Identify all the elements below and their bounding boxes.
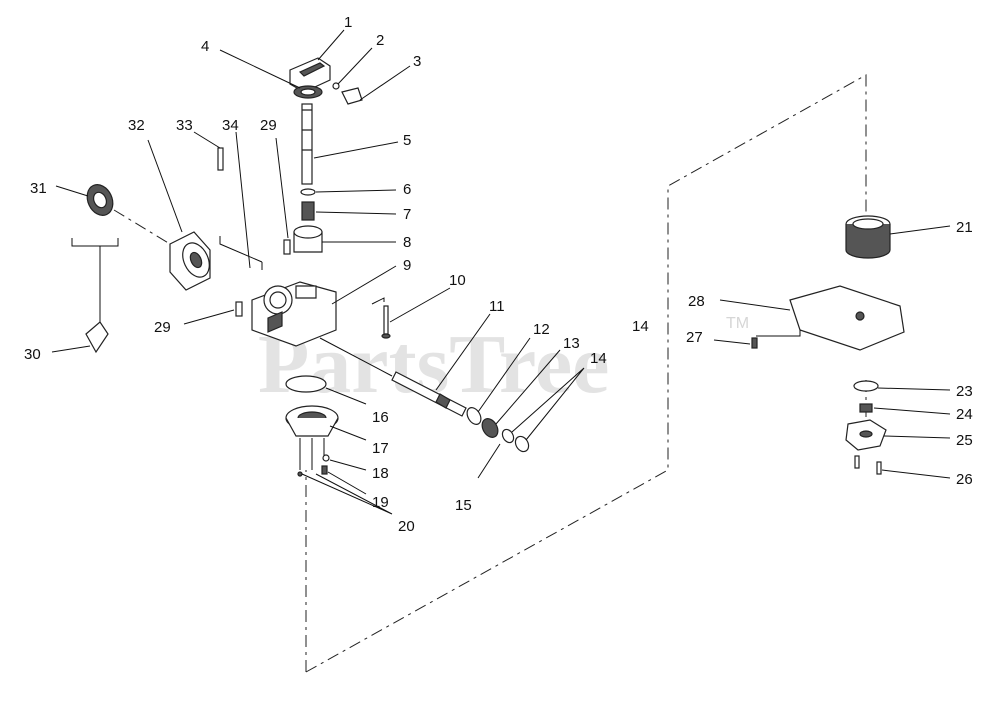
part-8-rotor: [293, 225, 396, 253]
callout-14-gear: 14: [590, 350, 607, 367]
callout-30: 30: [24, 346, 41, 363]
callout-17: 17: [372, 440, 389, 457]
callout-11: 11: [489, 298, 505, 315]
part-6-ring: [300, 188, 397, 196]
part-2-ball: [332, 82, 340, 90]
part-12-collar: [466, 337, 531, 425]
part-25-flange: [845, 419, 951, 451]
callout-10: 10: [449, 272, 466, 289]
part-18-ball: [322, 454, 330, 462]
part-27-screw: [713, 330, 801, 349]
callout-29-upper: 29: [260, 117, 277, 134]
part-19-spring: [321, 465, 328, 475]
part-13-gear: [481, 349, 561, 438]
part-33-fitting: [193, 131, 224, 171]
callout-7: 7: [403, 206, 411, 223]
part-28-plate: [719, 285, 905, 351]
part-10-bolt: [371, 287, 451, 339]
part-14-washers: [477, 367, 585, 479]
callout-12: 12: [533, 321, 550, 338]
part-24-nut: [859, 403, 951, 415]
part-31-bearing: [55, 184, 171, 245]
callout-3: 3: [413, 53, 421, 70]
part-5-shaft: [301, 103, 399, 185]
callout-34: 34: [222, 117, 239, 134]
callout-33: 33: [176, 117, 193, 134]
callout-28: 28: [688, 293, 705, 310]
part-1-top-block: [289, 29, 345, 93]
part-21-roller-bearing: [845, 215, 951, 259]
part-3-lever: [341, 65, 411, 105]
callout-15: 15: [455, 497, 472, 514]
callout-9: 9: [403, 257, 411, 274]
callout-32: 32: [128, 117, 145, 134]
callout-29-lower: 29: [154, 319, 171, 336]
callout-24: 24: [956, 406, 973, 423]
callout-23: 23: [956, 383, 973, 400]
callout-18: 18: [372, 465, 389, 482]
part-29-pin-a: [283, 239, 291, 255]
callout-5: 5: [403, 132, 411, 149]
bracket-33-34: [219, 236, 263, 270]
part-20-pin: [297, 471, 303, 477]
part-16-ring: [285, 375, 367, 405]
callout-27: 27: [686, 329, 703, 346]
callout-14-housing: 14: [632, 318, 649, 335]
part-30-bracket: [51, 238, 119, 354]
callout-19: 19: [372, 494, 389, 511]
part-32-pump-body: [147, 139, 211, 291]
callout-4: 4: [201, 38, 209, 55]
part-26-screws: [854, 455, 951, 479]
part-4-bearing: [219, 49, 323, 99]
part-7-spring: [301, 201, 397, 221]
part-17-end-cap: [285, 405, 367, 441]
callout-13: 13: [563, 335, 580, 352]
part-23-ring: [853, 380, 951, 392]
callout-25: 25: [956, 432, 973, 449]
part-34-leader: [235, 131, 251, 269]
callout-21: 21: [956, 219, 973, 236]
callout-16: 16: [372, 409, 389, 426]
callout-6: 6: [403, 181, 411, 198]
part-9-center-block: [251, 265, 397, 347]
callout-31: 31: [30, 180, 47, 197]
part-29-pin-b: [235, 301, 243, 317]
part-11-shaft: [319, 313, 491, 417]
callout-2: 2: [376, 32, 384, 49]
watermark-trademark: TM: [726, 315, 749, 332]
callout-labels: 1 2 3 4 5 6 7 8 9 10 11 12 13 14 14 15 1…: [24, 14, 973, 535]
callout-20: 20: [398, 518, 415, 535]
callout-8: 8: [403, 234, 411, 251]
callout-1: 1: [344, 14, 352, 31]
callout-26: 26: [956, 471, 973, 488]
